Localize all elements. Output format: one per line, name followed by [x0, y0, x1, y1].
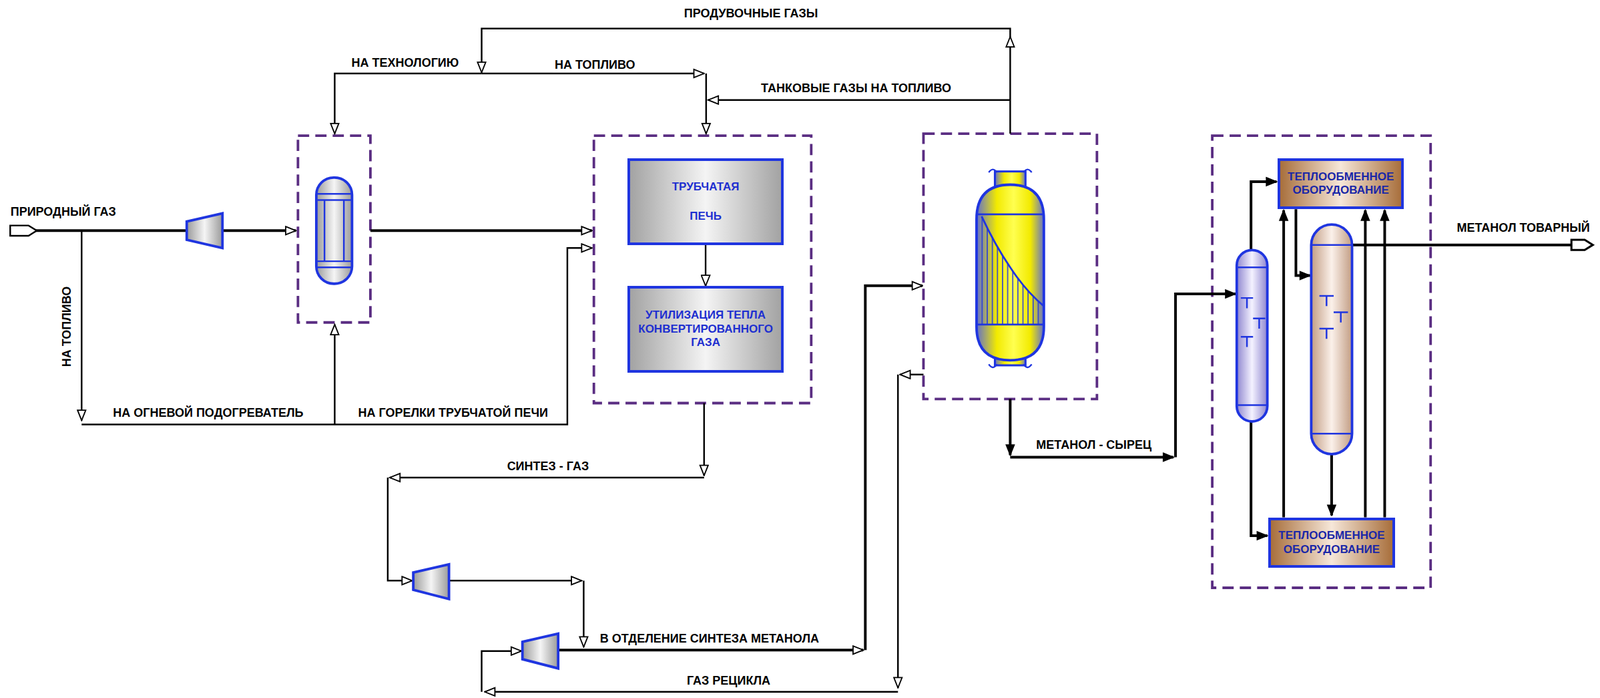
main-line — [1250, 421, 1267, 536]
compressor — [186, 212, 559, 668]
main-line — [370, 228, 593, 232]
pipe-line — [899, 373, 924, 375]
pipe-line — [708, 99, 1010, 101]
tube-sheet — [976, 214, 1044, 325]
flow-label: НА ТЕХНОЛОГИЮ — [349, 56, 461, 71]
pipe-line — [481, 72, 705, 75]
flow-label: ТАНКОВЫЕ ГАЗЫ НА ТОПЛИВО — [758, 82, 954, 96]
pipe-line — [484, 690, 898, 693]
main-line — [1383, 210, 1386, 518]
flow-label: В ОТДЕЛЕНИЕ СИНТЕЗА МЕТАНОЛА — [598, 632, 822, 646]
distillation-column — [1236, 224, 1353, 454]
fire-heater-vessel — [316, 177, 353, 284]
process-box: УТИЛИЗАЦИЯ ТЕПЛА КОНВЕРТИРОВАННОГО ГАЗА — [627, 285, 784, 373]
fire-heater-vessel — [316, 177, 353, 284]
reactor-shell — [976, 184, 1044, 361]
unit-boundary — [1212, 135, 1431, 588]
main-line — [1352, 243, 1572, 247]
pipe-line — [897, 374, 899, 688]
flow-connector — [704, 244, 707, 286]
compressor — [413, 564, 450, 599]
pipe-line — [449, 579, 583, 581]
flow-label: МЕТАНОЛ - СЫРЕЦ — [1033, 438, 1154, 452]
pipe-line — [481, 28, 1011, 73]
column-tray — [1237, 267, 1267, 405]
pipe-line — [80, 230, 83, 420]
flow-label: МЕТАНОЛ ТОВАРНЫЙ — [1455, 222, 1592, 236]
compressor — [522, 633, 559, 669]
main-line — [1008, 398, 1012, 455]
flow-label: НА ГОРЕЛКИ ТРУБЧАТОЙ ПЕЧИ — [355, 406, 551, 420]
main-line — [1295, 208, 1310, 276]
methanol-reactor — [976, 169, 1044, 368]
pipe-line — [703, 402, 705, 475]
distillation-column — [1310, 224, 1352, 454]
heat-exchanger-box: ТЕПЛООБМЕННОЕ ОБОРУДОВАНИЕ — [1277, 158, 1405, 209]
main-line — [865, 285, 923, 650]
column-tray — [1312, 244, 1352, 434]
main-line — [1250, 181, 1277, 250]
main-line — [559, 648, 864, 651]
main-line — [222, 228, 296, 232]
main-line — [1009, 455, 1174, 458]
pipe-line — [389, 476, 705, 478]
inlet-symbol — [10, 225, 37, 236]
box-label: УТИЛИЗАЦИЯ ТЕПЛА КОНВЕРТИРОВАННОГО ГАЗА — [638, 308, 773, 350]
pipe-line — [334, 73, 482, 134]
flow-label: НА ОГНЕВОЙ ПОДОГРЕВАТЕЛЬ — [110, 406, 306, 420]
outlet-symbol — [1571, 239, 1593, 250]
distillation-column — [1236, 249, 1268, 422]
flow-label: НА ТОПЛИВО — [60, 284, 75, 370]
unit-boundary — [297, 135, 371, 323]
flow-label: НА ТОПЛИВО — [552, 58, 638, 73]
pipe-line — [387, 477, 413, 581]
pipe-line — [1009, 36, 1011, 134]
vessel-internal — [317, 193, 351, 268]
flow-label: ПРИРОДНЫЙ ГАЗ — [8, 205, 119, 219]
flow-label: СИНТЕЗ - ГАЗ — [505, 459, 592, 474]
main-line — [1363, 210, 1367, 518]
unit-boundary — [594, 135, 812, 403]
pipe-line — [481, 650, 522, 692]
pipe-line — [81, 28, 1010, 692]
main-line — [10, 181, 1572, 650]
flow-label: ГАЗ РЕЦИКЛА — [684, 674, 773, 688]
compressor — [186, 212, 223, 248]
pipe-line — [582, 580, 585, 647]
box-label: ТРУБЧАТАЯ ПЕЧЬ — [672, 172, 740, 231]
main-line — [1282, 210, 1285, 518]
main-line — [1175, 293, 1236, 457]
pipe-line — [333, 324, 336, 425]
main-line — [1330, 453, 1333, 516]
box-label: ТЕПЛООБМЕННОЕ ОБОРУДОВАНИЕ — [1278, 528, 1385, 557]
tube-bundle — [976, 214, 1044, 325]
pipe-line — [705, 73, 707, 134]
heat-exchanger-box: ТЕПЛООБМЕННОЕ ОБОРУДОВАНИЕ — [1268, 517, 1396, 568]
flow-label: ПРОДУВОЧНЫЕ ГАЗЫ — [682, 7, 821, 21]
unit-boundary — [923, 133, 1097, 399]
process-box: ТРУБЧАТАЯ ПЕЧЬ — [627, 158, 784, 245]
box-label: ТЕПЛООБМЕННОЕ ОБОРУДОВАНИЕ — [1287, 170, 1394, 198]
